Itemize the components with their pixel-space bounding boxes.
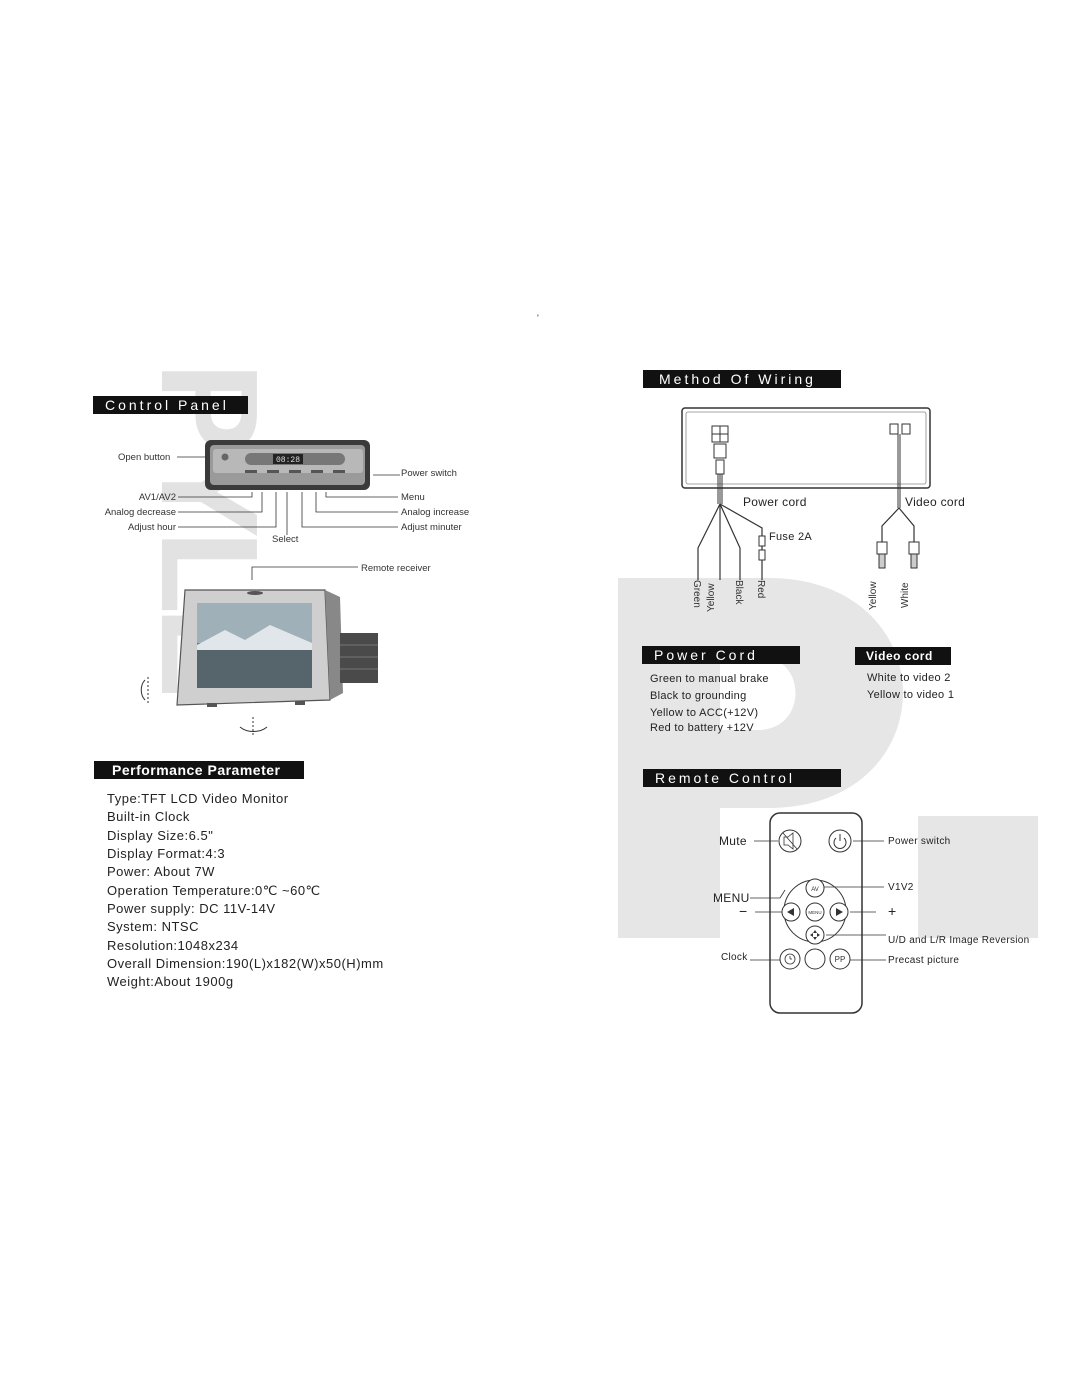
adjust-minuter-label: Adjust minuter (401, 522, 462, 533)
spec-item: Operation Temperature:0℃ ~60℃ (107, 883, 321, 898)
spec-item: Power: About 7W (107, 864, 215, 879)
remote-reversion-label: U/D and L/R Image Reversion (888, 935, 1030, 946)
tiny-mark: ' (537, 313, 539, 324)
video-wire-white: White (900, 582, 911, 608)
remote-pp-text: PP (835, 955, 846, 964)
spec-item: System: NTSC (107, 919, 199, 934)
analog-decrease-label: Analog decrease (104, 507, 176, 518)
open-button-label: Open button (118, 452, 171, 463)
av-label: AV1/AV2 (138, 492, 176, 503)
video-wire-yellow: Yellow (868, 581, 879, 610)
spec-item: Overall Dimension:190(L)x182(W)x50(H)mm (107, 956, 384, 971)
remote-av-text: AV (811, 887, 819, 893)
fuse-label: Fuse 2A (769, 531, 813, 543)
wiring-header: Method Of Wiring (643, 370, 841, 388)
power-cord-header: Power Cord (642, 646, 800, 664)
spec-item: Resolution:1048x234 (107, 938, 239, 953)
wiring-diagram (681, 407, 931, 580)
remote-header: Remote Control (643, 769, 841, 787)
adjust-hour-label: Adjust hour (127, 522, 176, 533)
video-cord-label: Video cord (905, 495, 966, 509)
power-cord-line: Black to grounding (650, 690, 747, 702)
remote-illustration: AV MENU PP (769, 812, 863, 1014)
spec-item: Power supply: DC 11V-14V (107, 901, 276, 916)
remote-menu-label: MENU (713, 891, 750, 905)
video-cord-line: White to video 2 (867, 672, 951, 684)
menu-label: Menu (401, 492, 425, 503)
remote-callouts (750, 840, 886, 961)
power-cord-line: Green to manual brake (650, 673, 769, 685)
video-cord-header: Video cord (855, 647, 951, 665)
wire-red: Red (755, 580, 766, 598)
performance-header: Performance Parameter (94, 761, 304, 779)
remote-power-switch-label: Power switch (888, 836, 951, 847)
remote-minus-label: − (739, 903, 748, 919)
control-panel-header: Control Panel (93, 396, 248, 414)
spec-item: Display Size:6.5" (107, 828, 214, 843)
p-watermark (618, 578, 1038, 938)
spec-item: Weight:About 1900g (107, 974, 234, 989)
video-cord-line: Yellow to video 1 (867, 689, 955, 701)
power-cord-label: Power cord (743, 495, 807, 509)
remote-mute-label: Mute (719, 834, 747, 848)
spec-item: Display Format:4:3 (107, 846, 226, 861)
wire-names: Green Yellow Black Red Yellow White (691, 580, 911, 612)
select-label: Select (272, 534, 299, 545)
power-cord-line: Yellow to ACC(+12V) (650, 707, 759, 719)
wire-green: Green (691, 580, 702, 608)
spec-item: Built-in Clock (107, 809, 190, 824)
remote-plus-label: + (888, 903, 897, 919)
power-cord-line: Red to battery +12V (650, 722, 754, 734)
monitor-illustration (140, 589, 378, 735)
head-unit-illustration: 08:28 (205, 440, 370, 490)
spec-item: Type:TFT LCD Video Monitor (107, 791, 289, 806)
remote-precast-label: Precast picture (888, 955, 960, 966)
remote-clock-label: Clock (721, 952, 748, 963)
control-panel-callouts (177, 456, 400, 580)
remote-menu-text: MENU (808, 910, 821, 915)
clock-display: 08:28 (276, 456, 300, 465)
remote-receiver-label: Remote receiver (361, 563, 431, 574)
remote-v1v2-label: V1V2 (888, 882, 914, 893)
power-switch-label: Power switch (401, 468, 457, 479)
analog-increase-label: Analog increase (401, 507, 470, 518)
wire-yellow: Yellow (706, 583, 717, 612)
wire-black: Black (733, 580, 744, 605)
